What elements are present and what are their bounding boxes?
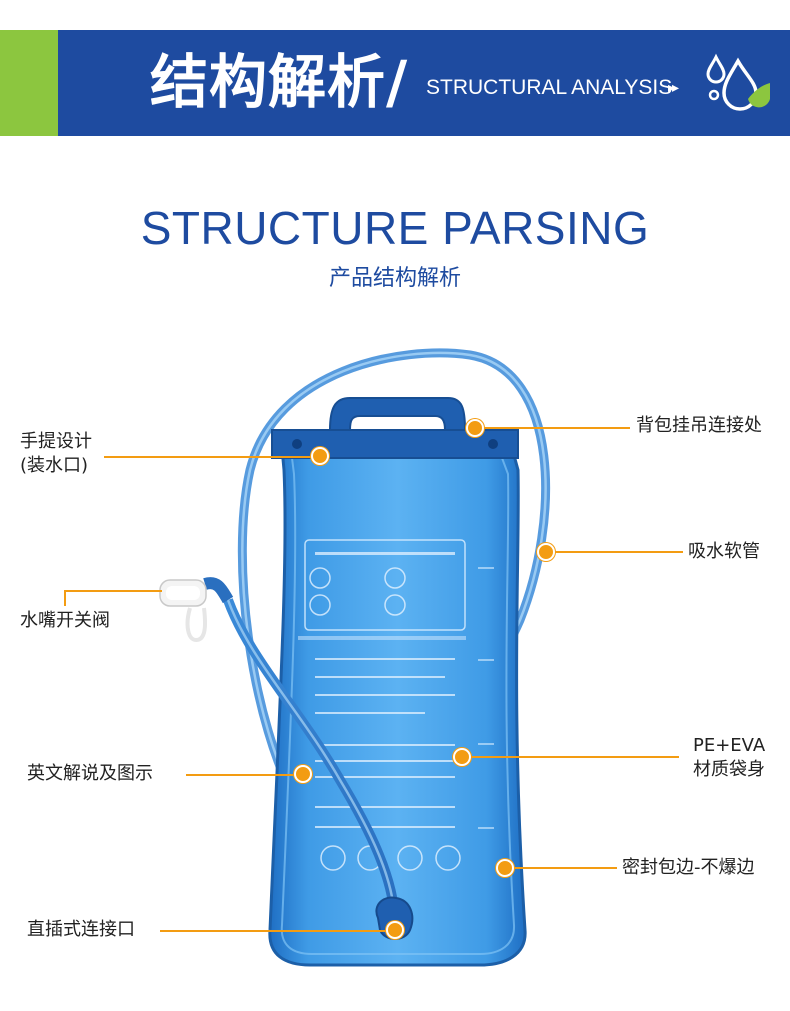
callout-material-line2: 材质袋身 bbox=[693, 759, 765, 780]
printed-instructions bbox=[304, 539, 466, 631]
leader-line bbox=[555, 551, 683, 553]
leader-line bbox=[471, 756, 679, 758]
callout-hanging-point: 背包挂吊连接处 bbox=[636, 415, 762, 436]
callout-handle-line2: (装水口) bbox=[20, 455, 89, 476]
callout-connector: 直插式连接口 bbox=[27, 919, 135, 940]
leader-line bbox=[104, 456, 314, 458]
leader-line bbox=[484, 427, 630, 429]
section-subtitle: 产品结构解析 bbox=[328, 266, 461, 291]
banner-subtitle: STRUCTURAL ANALYSIS bbox=[426, 76, 673, 99]
callout-dot bbox=[453, 748, 471, 766]
leader-line bbox=[160, 930, 386, 932]
callout-material-line1: PE+EVA bbox=[693, 735, 766, 756]
callout-dot bbox=[466, 419, 484, 437]
callout-sealed-edge: 密封包边-不爆边 bbox=[622, 857, 755, 878]
water-drops-icon bbox=[706, 53, 770, 111]
bite-valve bbox=[159, 577, 234, 643]
leader-line bbox=[186, 774, 296, 776]
leader-line bbox=[514, 867, 617, 869]
banner-title: 结构解析/ bbox=[150, 48, 409, 116]
callout-instructions: 英文解说及图示 bbox=[27, 763, 153, 784]
double-arrow-icon: ▸▸ bbox=[668, 80, 679, 96]
callout-dot bbox=[537, 543, 555, 561]
section-title: STRUCTURE PARSING bbox=[140, 202, 650, 254]
bladder-body bbox=[268, 446, 527, 967]
callout-dot bbox=[386, 921, 404, 939]
callout-tube: 吸水软管 bbox=[688, 541, 760, 562]
leader-line bbox=[64, 590, 162, 592]
callout-dot bbox=[311, 447, 329, 465]
callout-dot bbox=[496, 859, 514, 877]
banner-accent-tab bbox=[0, 30, 58, 136]
callout-dot bbox=[294, 765, 312, 783]
handle bbox=[271, 429, 519, 459]
callout-valve: 水嘴开关阀 bbox=[20, 610, 110, 631]
callout-handle-line1: 手提设计 bbox=[20, 431, 92, 452]
header-banner bbox=[58, 30, 790, 136]
leader-line bbox=[64, 590, 66, 606]
